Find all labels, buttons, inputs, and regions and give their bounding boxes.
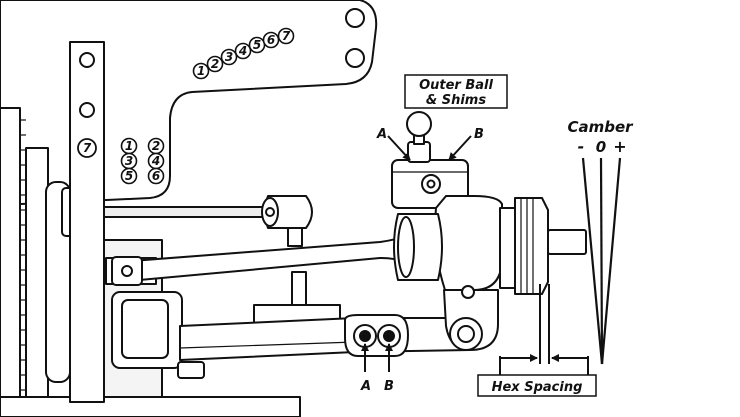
svg-text:5: 5 [125, 169, 133, 183]
diff-housing [25, 147, 49, 399]
tower-plate [69, 41, 105, 403]
outer-ball-label-line2: & Shims [426, 93, 486, 108]
outer-ball-label-line1: Outer Ball [419, 78, 493, 93]
svg-text:1: 1 [125, 139, 133, 153]
lower-arm [179, 317, 471, 361]
tower-position-numbers: 1 2 3 4 5 6 7 [83, 137, 165, 185]
svg-text:2: 2 [152, 139, 160, 153]
plate-position-2: 2 [206, 55, 224, 73]
tower-position-4: 4 [147, 152, 165, 170]
svg-text:3: 3 [225, 50, 233, 64]
lower-arm-hole-b-inner [383, 330, 395, 342]
camber-minus: - [578, 137, 585, 156]
tower-hole-2 [79, 102, 95, 118]
plate-position-6: 6 [262, 31, 280, 49]
hub-carrier-pin-hole [426, 179, 436, 189]
tower-position-1: 1 [120, 137, 138, 155]
upper-plate [0, 0, 378, 206]
bottom-rail [0, 396, 301, 417]
plate-position-5: 5 [248, 36, 266, 54]
upper-plate-hole-bottom [345, 48, 365, 68]
outer-ball [406, 111, 432, 137]
label-a-bottom: A [360, 379, 371, 394]
lower-arm-hole-a-inner [359, 330, 371, 342]
tower-position-7: 7 [83, 141, 92, 155]
tower-hole-3 [77, 138, 97, 158]
arrow-b-top [448, 135, 472, 161]
svg-text:6: 6 [152, 169, 160, 183]
svg-text:4: 4 [238, 44, 247, 58]
hex-spacing-label-box [477, 374, 597, 397]
upper-link-end-hole [265, 207, 275, 217]
upper-link-post [287, 227, 303, 247]
bearing-face [397, 216, 415, 278]
gear-body [0, 107, 21, 399]
camber-link-end-hole [121, 265, 133, 277]
lower-arm-edge [179, 341, 356, 349]
tower-position-6: 6 [147, 167, 165, 185]
svg-text:2: 2 [211, 57, 219, 71]
plate-position-4: 4 [234, 42, 252, 60]
label-b-bottom: B [384, 379, 394, 394]
svg-text:7: 7 [282, 29, 291, 43]
upper-plate-position-numbers: 1 2 3 4 5 6 7 [192, 27, 295, 80]
upper-link-rod [103, 206, 273, 218]
hex-ridges [520, 198, 534, 294]
axle-collar [499, 207, 517, 289]
camber-lines [581, 157, 622, 365]
hex-spacing-label: Hex Spacing [492, 380, 583, 395]
hub-carrier-body [434, 195, 503, 291]
hex-spacing-lines [499, 284, 589, 376]
arrow-a-top [387, 135, 411, 161]
svg-text:5: 5 [253, 38, 261, 52]
wheel-hex [514, 197, 549, 295]
camber-zero: 0 [596, 138, 606, 156]
stub-axle [547, 229, 587, 255]
svg-text:4: 4 [151, 154, 160, 168]
tower-position-3: 3 [120, 152, 138, 170]
upper-plate-hole-top [345, 8, 365, 28]
camber-plus: + [613, 137, 626, 156]
outer-ball-label-box [404, 74, 508, 109]
plate-position-3: 3 [220, 48, 238, 66]
tower-position-5: 5 [120, 167, 138, 185]
camber-title: Camber [567, 118, 634, 136]
outer-pivot-pin [457, 325, 475, 343]
tower-position-2: 2 [147, 137, 165, 155]
tower-hole-1 [79, 52, 95, 68]
plate-position-7: 7 [277, 27, 295, 45]
svg-text:1: 1 [197, 64, 205, 78]
plate-position-1: 1 [192, 62, 210, 80]
svg-text:6: 6 [267, 33, 275, 47]
carrier-lower-hole [461, 285, 475, 299]
svg-text:3: 3 [125, 154, 133, 168]
lower-arm-pivot-inner [121, 299, 169, 359]
label-a-top: A [376, 127, 387, 142]
lower-arm-tab [177, 361, 205, 379]
label-b-top: B [474, 127, 484, 142]
